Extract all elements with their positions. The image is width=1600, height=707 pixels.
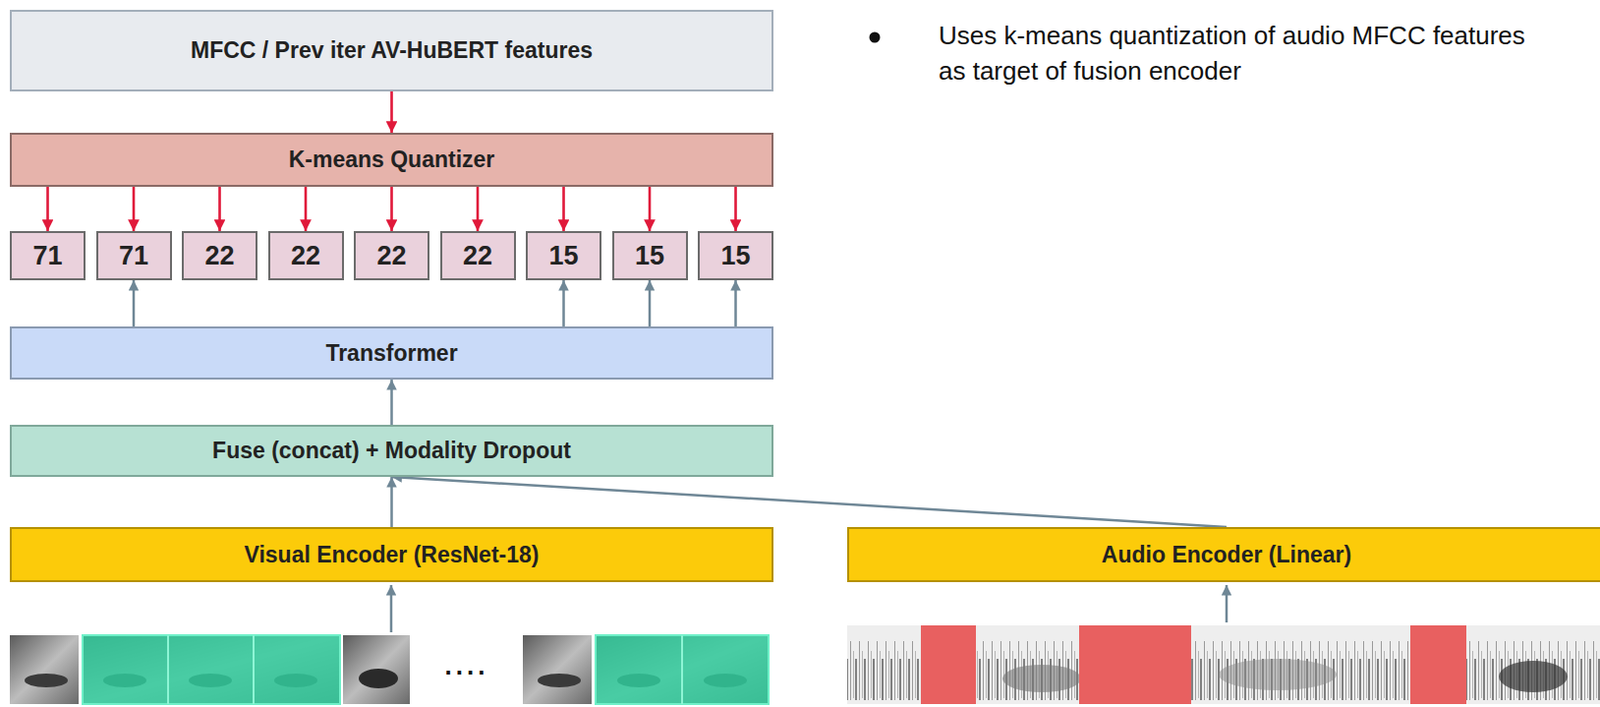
cluster-id-box: 15 [612, 230, 688, 281]
cluster-id-box: 71 [9, 230, 86, 281]
box-label: MFCC / Prev iter AV-HuBERT features [190, 37, 593, 64]
face-frames [9, 634, 769, 704]
flow-arrow [562, 280, 566, 327]
target-arrow [46, 186, 50, 231]
cluster-id-box: 15 [697, 230, 774, 281]
box-label: 22 [204, 240, 234, 272]
flow-arrow [132, 280, 136, 327]
box-label: 15 [634, 240, 665, 272]
cluster-id-box: 71 [96, 230, 172, 281]
flow-arrow [390, 476, 394, 527]
target-arrow [132, 186, 136, 231]
box-label: 22 [462, 240, 493, 272]
bullet-dot [869, 32, 881, 44]
transformer-box: Transformer [9, 326, 774, 380]
input-arrow [1225, 584, 1229, 623]
cluster-id-box: 22 [440, 230, 516, 281]
box-label: Audio Encoder (Linear) [1101, 541, 1352, 569]
target-arrow [648, 186, 652, 231]
box-label: 71 [32, 240, 62, 272]
box-label: 15 [548, 240, 578, 272]
target-arrow [476, 186, 480, 231]
fusion-box: Fuse (concat) + Modality Dropout [9, 424, 774, 477]
spectrogram [847, 625, 1600, 704]
bullet-note: Uses k-means quantization of audio MFCC … [938, 17, 1539, 89]
target-arrow [304, 186, 308, 231]
box-label: K-means Quantizer [288, 146, 496, 173]
flow-arrow [648, 280, 652, 327]
ellipsis-mark: .... [432, 650, 502, 681]
encoder-box: Audio Encoder (Linear) [847, 526, 1600, 582]
quantizer-box: K-means Quantizer [9, 132, 774, 187]
box-label: Visual Encoder (ResNet-18) [244, 541, 540, 569]
target-arrow [390, 91, 394, 133]
box-label: Transformer [325, 340, 458, 367]
encoder-box: Visual Encoder (ResNet-18) [9, 526, 774, 582]
target-arrow [218, 186, 222, 231]
flow-arrow [734, 280, 738, 327]
target-arrow [734, 186, 738, 231]
cluster-id-box: 15 [525, 230, 602, 281]
box-label: Fuse (concat) + Modality Dropout [212, 437, 572, 464]
box-label: 22 [290, 240, 321, 272]
input-arrow [390, 584, 394, 632]
box-label: 71 [118, 240, 149, 272]
feature-source-box: MFCC / Prev iter AV-HuBERT features [9, 9, 774, 92]
target-arrow [390, 186, 394, 231]
cluster-id-box: 22 [181, 230, 258, 281]
target-arrow [562, 186, 566, 231]
box-label: 15 [720, 240, 750, 272]
box-label: 22 [376, 240, 406, 272]
cluster-id-box: 22 [268, 230, 344, 281]
cluster-id-box: 22 [353, 230, 430, 281]
flow-arrow [390, 379, 394, 425]
flow-arrow [392, 476, 1228, 527]
